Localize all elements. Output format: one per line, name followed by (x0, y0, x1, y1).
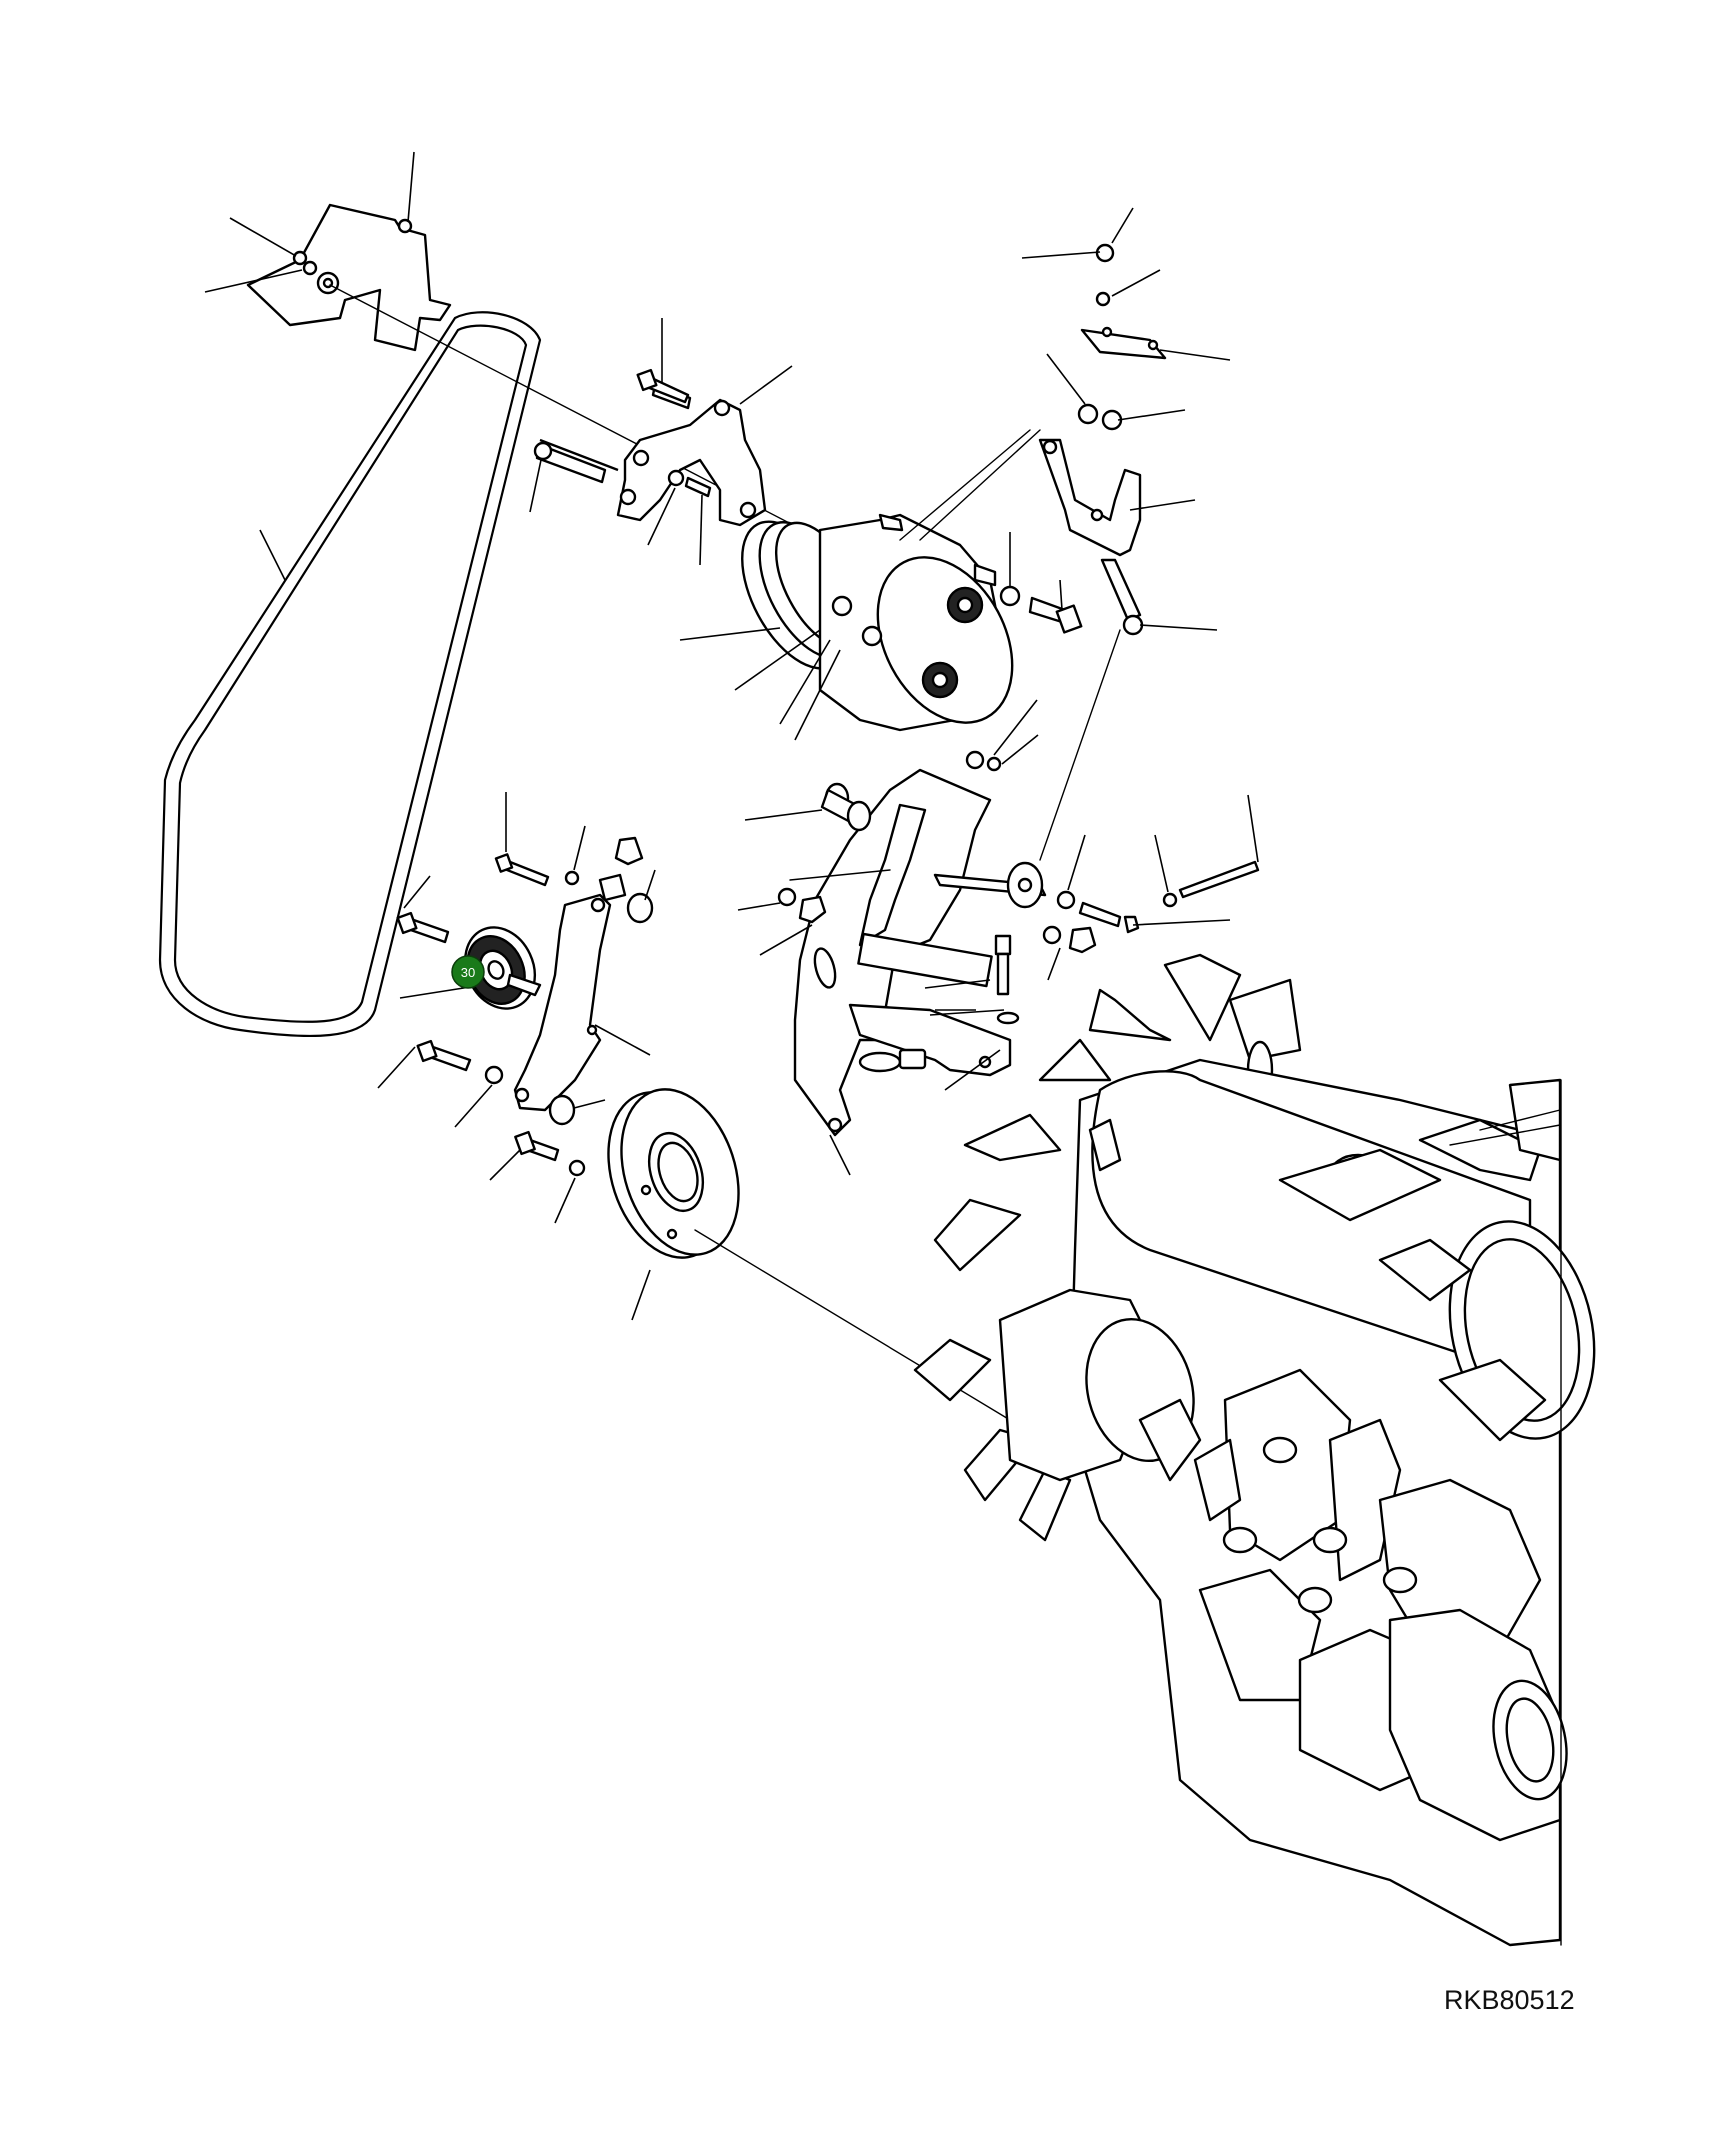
upper-belt-guard-bracket (204, 151, 881, 571)
lower-idler-bolts (377, 836, 644, 1224)
callout-label[interactable]: 30 (461, 965, 475, 980)
main-compressor-bracket (793, 768, 1012, 1176)
idler-pulley (396, 875, 542, 1010)
vertical-bracket-bolt (929, 934, 1020, 1025)
part-callout-marker[interactable]: 30 (451, 955, 485, 989)
crankshaft-pulley (607, 1088, 1011, 1421)
upper-bolts (539, 368, 690, 472)
ac-compressor (679, 429, 1031, 741)
drive-belt (158, 311, 542, 1038)
cooling-fan (913, 953, 1302, 1542)
drawing-code: RKB80512 (1444, 1985, 1575, 2015)
engine-block (998, 1058, 1596, 1947)
upper-right-bracket-assembly (919, 207, 1231, 861)
idler-arm (513, 893, 651, 1112)
compressor-side-bolt (999, 532, 1083, 634)
callout-bubble[interactable] (451, 955, 485, 989)
bracket-spacer-tube (744, 782, 1047, 909)
idler-arm-bolts (494, 792, 656, 924)
bracket-washers-nuts (737, 699, 1260, 981)
